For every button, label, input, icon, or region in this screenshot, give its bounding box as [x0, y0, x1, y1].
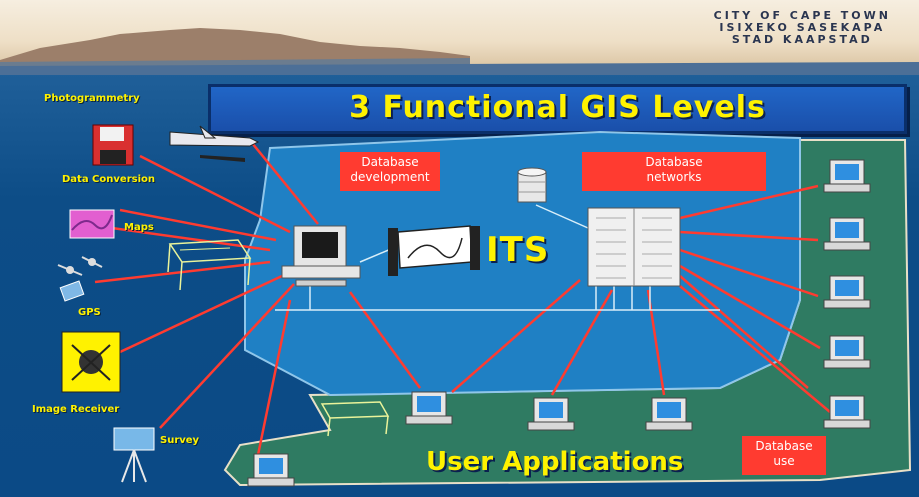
image-receiver-icon — [61, 331, 121, 393]
user-pc-bottom-1-icon — [405, 391, 453, 425]
database-development-line-2: development — [350, 170, 430, 184]
user-pc-right-1-icon — [823, 159, 871, 193]
database-networks-box: Database networks — [582, 152, 766, 191]
user-pc-bottom-3-icon — [645, 397, 693, 431]
image-receiver-label: Image Receiver — [32, 404, 120, 415]
user-pc-right-2-icon — [823, 217, 871, 251]
user-pc-bottom-2-icon — [527, 397, 575, 431]
user-digitizer-icon — [320, 401, 390, 437]
user-pc-right-5-icon — [823, 395, 871, 429]
data-conversion-label: Data Conversion — [62, 174, 155, 185]
title-banner: 3 Functional GIS Levels — [208, 84, 907, 134]
photogrammetry-label: Photogrammetry — [44, 93, 140, 104]
crest-line-2: ISIXEKO SASEKAPA — [719, 21, 886, 34]
floppy-disk-icon — [92, 124, 134, 166]
user-applications-label: User Applications — [426, 447, 684, 477]
gps-satellite-icon — [57, 256, 103, 302]
server-rack-icon — [587, 207, 681, 287]
user-pc-bottom-left-icon — [247, 453, 295, 487]
gps-label: GPS — [78, 307, 101, 318]
database-use-line-2: use — [773, 454, 795, 468]
database-use-box: Database use — [742, 436, 826, 475]
maps-label: Maps — [124, 222, 154, 233]
table-mountain-image — [0, 28, 919, 75]
survey-label: Survey — [160, 435, 200, 446]
user-pc-right-3-icon — [823, 275, 871, 309]
crest-line-1: CITY OF CAPE TOWN — [713, 9, 891, 22]
plotter-icon — [388, 225, 480, 276]
connector-lines — [94, 137, 831, 456]
crest-line-3: STAD KAAPSTAD — [731, 33, 873, 46]
database-networks-line-1: Database — [645, 155, 703, 169]
database-networks-line-2: networks — [646, 170, 702, 184]
digitizing-table-icon — [167, 239, 252, 291]
survey-instrument-icon — [113, 427, 155, 483]
city-crest-text: CITY OF CAPE TOWN ISIXEKO SASEKAPA STAD … — [714, 10, 891, 46]
database-icon — [517, 167, 547, 203]
database-use-line-1: Database — [755, 439, 813, 453]
central-workstation-icon — [281, 225, 361, 287]
map-icon — [69, 209, 115, 239]
database-development-box: Database development — [340, 152, 440, 191]
user-pc-right-4-icon — [823, 335, 871, 369]
its-label: ITS — [486, 230, 550, 270]
database-development-line-1: Database — [361, 155, 419, 169]
airplane-icon — [169, 125, 260, 162]
slide-title: 3 Functional GIS Levels — [349, 90, 766, 125]
